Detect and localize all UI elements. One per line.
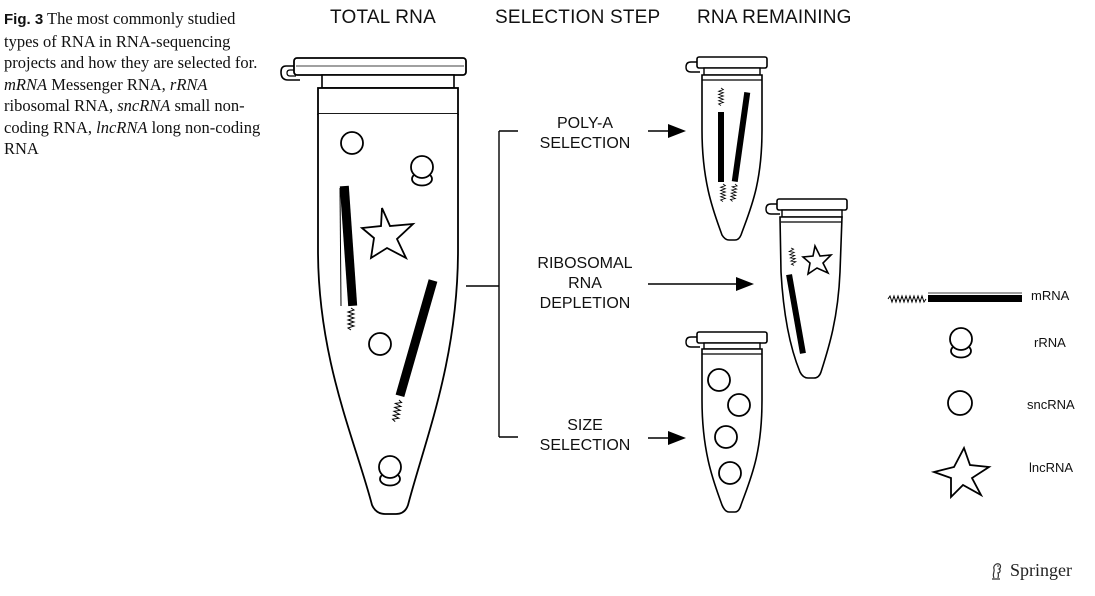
heading-selection-step: SELECTION STEP	[495, 7, 661, 28]
sncrna-circle	[340, 131, 364, 155]
legend-mrna-symbol	[887, 292, 1022, 304]
sncrna-circle	[727, 393, 751, 417]
legend-rrna-symbol	[949, 327, 973, 359]
sncrna-circle	[368, 332, 392, 356]
legend-label-rrna: rRNA	[1034, 335, 1066, 350]
arrow-right-icon	[648, 277, 754, 291]
rrna-shape	[410, 155, 434, 187]
caption-def-rrna: ribosomal RNA,	[4, 96, 114, 115]
total-rna-tube	[280, 57, 467, 515]
publisher-name: Springer	[1010, 560, 1072, 580]
polya-tube	[685, 56, 768, 241]
arrow-right-icon	[648, 431, 686, 445]
lncrna-star	[801, 243, 834, 276]
heading-rna-remaining: RNA REMAINING	[697, 7, 852, 28]
step-label-ribosomal-depletion: RIBOSOMAL RNA DEPLETION	[537, 255, 633, 312]
mrna-strand	[718, 87, 726, 203]
figure-caption: Fig. 3 The most commonly studied types o…	[4, 8, 269, 160]
mrna-strand	[391, 279, 438, 423]
sncrna-circle	[718, 461, 742, 485]
step-label-size-selection: SIZE SELECTION	[539, 417, 631, 454]
caption-abbr-mrna: mRNA	[4, 74, 48, 94]
figure-label: Fig. 3	[4, 11, 44, 28]
legend-label-mrna: mRNA	[1031, 288, 1070, 303]
sncrna-circle	[714, 425, 738, 449]
rrna-shape	[378, 455, 402, 487]
caption-def-mrna: Messenger RNA,	[51, 74, 166, 94]
legend-label-sncrna: sncRNA	[1027, 397, 1075, 412]
heading-total-rna: TOTAL RNA	[330, 7, 436, 28]
caption-intro: The most commonly studied types of RNA i…	[4, 9, 258, 72]
caption-abbr-rrna: rRNA	[169, 74, 208, 94]
selection-bracket	[466, 130, 518, 438]
lncrna-star	[359, 207, 416, 261]
legend-sncrna-symbol	[947, 390, 973, 416]
legend-label-lncrna: lncRNA	[1029, 460, 1074, 475]
publisher-logo: Springer	[986, 560, 1072, 581]
mrna-strand	[786, 247, 806, 354]
legend-lncrna-symbol	[930, 445, 992, 500]
sncrna-circle	[707, 368, 731, 392]
caption-abbr-lncrna: lncRNA	[96, 117, 148, 137]
ribo-depletion-tube	[765, 198, 848, 379]
size-selection-tube	[685, 331, 768, 513]
mrna-strand	[729, 92, 751, 203]
mrna-strand	[339, 185, 358, 331]
caption-def-lncrna: long non-coding RNA	[4, 117, 261, 159]
caption-abbr-sncrna: sncRNA	[117, 96, 171, 115]
step-label-polya: POLY-A SELECTION	[539, 115, 631, 152]
springer-horse-logo	[992, 562, 1002, 580]
caption-def-sncrna: small non-coding RNA,	[4, 96, 245, 137]
arrow-right-icon	[648, 124, 686, 138]
